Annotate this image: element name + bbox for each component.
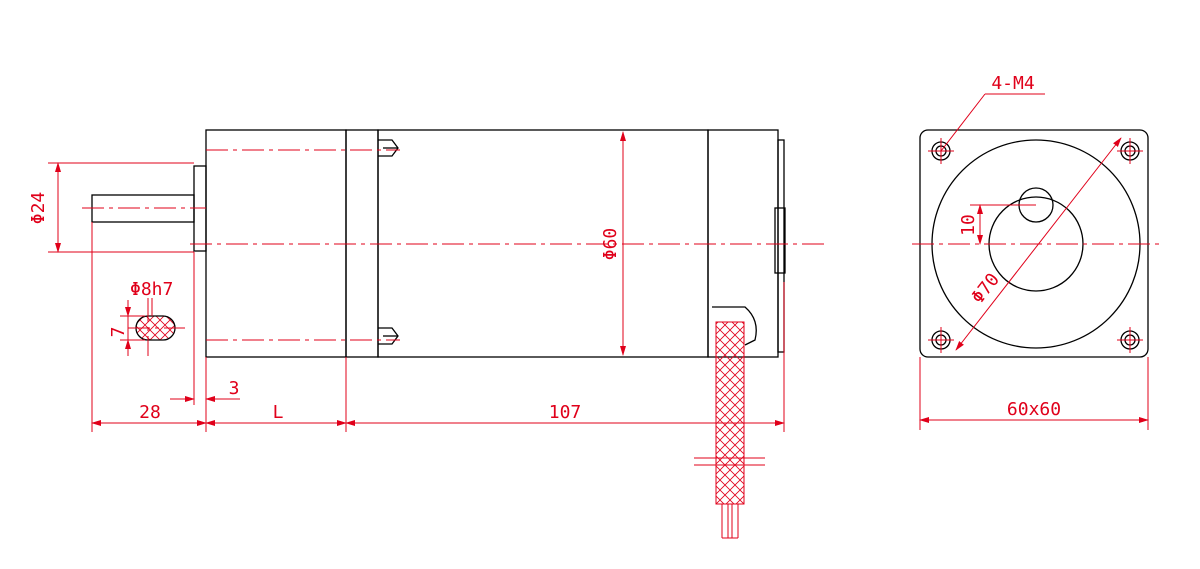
rear-plate: [777, 139, 785, 353]
front-view: 4-M4 Φ70 10 60x60: [912, 73, 1160, 430]
cable-gland: [712, 306, 757, 346]
offset-label: 10: [958, 214, 979, 236]
motor-length-label: 107: [549, 402, 582, 423]
output-shaft: [91, 194, 195, 223]
cable-sheath: [715, 321, 745, 505]
shaft-tolerance-label: Φ8h7: [130, 279, 173, 300]
side-view: 7 Φ8h7 Φ24 28 3 L 107 Φ60: [28, 129, 828, 539]
shaft-length-label: 28: [139, 402, 161, 423]
gearbox-length-label: L: [273, 402, 284, 423]
square-size-label: 60x60: [1007, 399, 1061, 420]
bolt-circle-label: Φ70: [967, 269, 1004, 308]
rear-connector: [774, 207, 786, 274]
body-diameter-label: Φ60: [600, 228, 621, 261]
key-width-label: 7: [108, 327, 129, 338]
shaft-diameter-label: Φ24: [28, 192, 49, 225]
shaft-section: 7 Φ8h7: [108, 279, 185, 356]
mounting-holes-label: 4-M4: [991, 73, 1034, 94]
flange-thickness-label: 3: [229, 378, 240, 399]
